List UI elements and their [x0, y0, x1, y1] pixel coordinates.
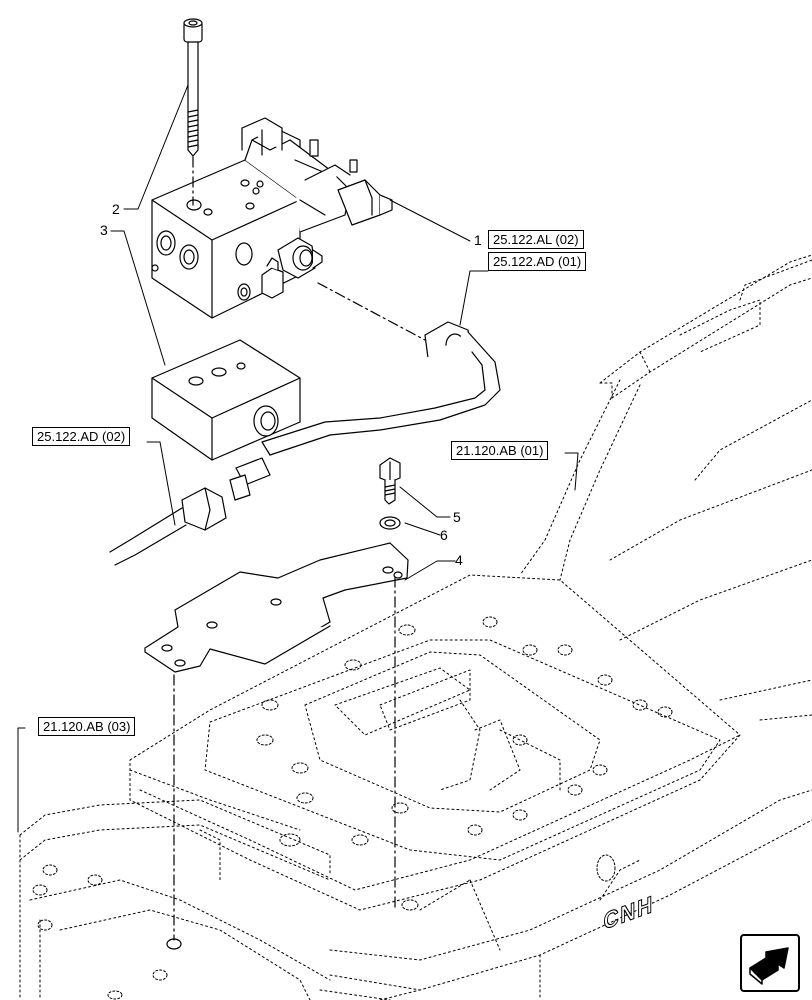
reference-25-122-ad-02[interactable]: 25.122.AD (02) [32, 427, 131, 446]
long-cap-screw [183, 18, 203, 157]
callout-5: 5 [453, 509, 461, 525]
hydraulic-pipe [109, 321, 501, 566]
axis-target-hole [166, 938, 182, 950]
housing-bolt-holes [32, 616, 673, 1000]
leader-lines [17, 84, 579, 833]
callout-3: 3 [100, 222, 108, 238]
next-page-button[interactable] [740, 934, 800, 992]
pipe-axis-line [317, 282, 426, 341]
reference-21-120-ab-01[interactable]: 21.120.AB (01) [451, 441, 549, 460]
callout-4: 4 [455, 552, 463, 568]
mounting-bracket [144, 542, 409, 673]
callout-6: 6 [440, 527, 448, 543]
callout-2: 2 [112, 201, 120, 217]
transmission-housing [19, 254, 812, 1000]
next-page-arrow-icon [749, 947, 789, 985]
reference-25-122-al-02[interactable]: 25.122.AL (02) [488, 230, 584, 249]
callout-1: 1 [474, 232, 482, 248]
spacer-plate [151, 339, 301, 461]
short-bolt [379, 457, 401, 505]
solenoid-valve-block [151, 117, 393, 319]
washer [379, 516, 401, 530]
reference-21-120-ab-03[interactable]: 21.120.AB (03) [38, 717, 136, 736]
reference-25-122-ad-01[interactable]: 25.122.AD (01) [488, 252, 587, 271]
